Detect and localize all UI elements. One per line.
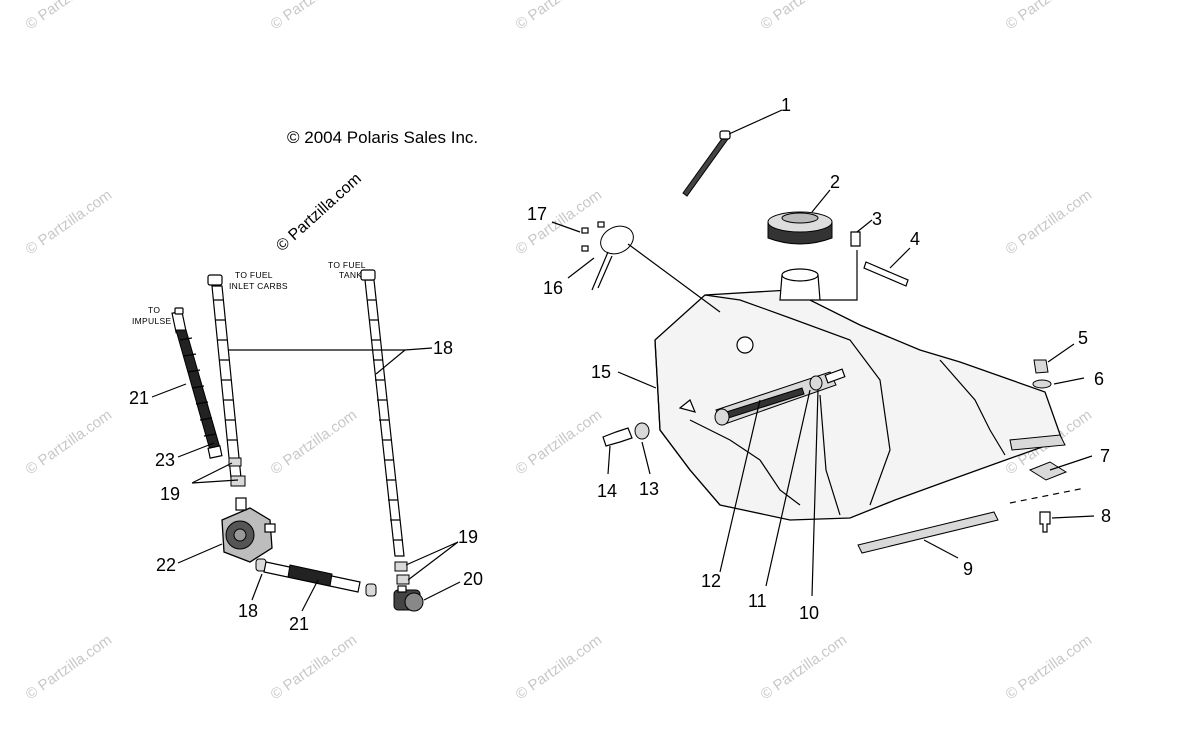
callout-21a: 21	[129, 388, 149, 408]
watermark: © Partzilla.com	[1003, 631, 1096, 703]
watermark: © Partzilla.com	[513, 631, 606, 703]
callout-19a: 19	[160, 484, 180, 504]
fuel-line-to-tank	[360, 269, 410, 585]
callout-7: 7	[1100, 446, 1110, 466]
watermark: © Partzilla.com	[23, 0, 116, 33]
callout-16: 16	[543, 278, 563, 298]
fuel-pickup	[581, 221, 634, 291]
callout-3: 3	[872, 209, 882, 229]
mount-pad	[1028, 461, 1068, 481]
watermark: © Partzilla.com	[513, 0, 606, 33]
watermark: © Partzilla.com	[1003, 0, 1096, 33]
callout-1: 1	[781, 95, 791, 115]
callout-4: 4	[910, 229, 920, 249]
callout-23: 23	[155, 450, 175, 470]
nut	[1033, 359, 1049, 374]
vent-hose	[682, 130, 731, 197]
callout-17: 17	[527, 204, 547, 224]
callout-18b: 18	[238, 601, 258, 621]
impulse-hose-upper	[171, 307, 223, 459]
watermark: © Partzilla.com	[758, 0, 851, 33]
vent-fitting	[850, 231, 861, 247]
fuel-line-assembly: TO IMPULSE TO FUEL INLET CARBS TO FUEL T…	[132, 260, 461, 612]
fuel-pump	[221, 497, 276, 563]
fuel-tank-assembly	[551, 109, 1095, 597]
callout-5: 5	[1078, 328, 1088, 348]
label-to-impulse-1: TO	[148, 305, 160, 315]
label-to-fuel-inlet-1: TO FUEL	[235, 270, 273, 280]
callout-14: 14	[597, 481, 617, 501]
watermark: © Partzilla.com	[513, 406, 606, 478]
callout-10: 10	[799, 603, 819, 623]
watermark: © Partzilla.com	[23, 406, 116, 478]
fuel-cap	[767, 211, 833, 245]
watermark: © Partzilla.com	[23, 631, 116, 703]
bolt	[1039, 511, 1051, 533]
label-to-fuel-tank-1: TO FUEL	[328, 260, 366, 270]
callout-8: 8	[1101, 506, 1111, 526]
watermark: © Partzilla.com	[268, 0, 361, 33]
fuel-tank	[654, 289, 1063, 521]
callout-22: 22	[156, 555, 176, 575]
callout-20: 20	[463, 569, 483, 589]
label-to-fuel-tank-2: TANK	[339, 270, 362, 280]
watermark: © Partzilla.com	[23, 186, 116, 258]
impulse-hose-lower	[255, 558, 377, 597]
fuel-fitting	[602, 427, 633, 447]
callout-2: 2	[830, 172, 840, 192]
callout-19b: 19	[458, 527, 478, 547]
fuel-valve	[393, 585, 424, 612]
grommet	[634, 422, 650, 440]
callouts: 1 2 3 4 5 6 7 8 9 10 11 12 13 14 15 16 1…	[129, 95, 1111, 634]
watermark: © Partzilla.com	[268, 406, 361, 478]
watermark-dark: © Partzilla.com	[273, 170, 364, 255]
callout-15: 15	[591, 362, 611, 382]
label-to-fuel-inlet-2: INLET CARBS	[229, 281, 288, 291]
callout-21b: 21	[289, 614, 309, 634]
callout-18a: 18	[433, 338, 453, 358]
callout-11: 11	[748, 591, 767, 611]
watermark: © Partzilla.com	[268, 631, 361, 703]
callout-12: 12	[701, 571, 721, 591]
watermark: © Partzilla.com	[758, 631, 851, 703]
copyright-text: © 2004 Polaris Sales Inc.	[287, 128, 478, 147]
callout-6: 6	[1094, 369, 1104, 389]
watermark: © Partzilla.com	[1003, 186, 1096, 258]
washer	[1032, 379, 1052, 389]
callout-9: 9	[963, 559, 973, 579]
callout-13: 13	[639, 479, 659, 499]
foam-strip	[857, 511, 999, 554]
pin	[863, 261, 909, 287]
label-to-impulse-2: IMPULSE	[132, 316, 171, 326]
